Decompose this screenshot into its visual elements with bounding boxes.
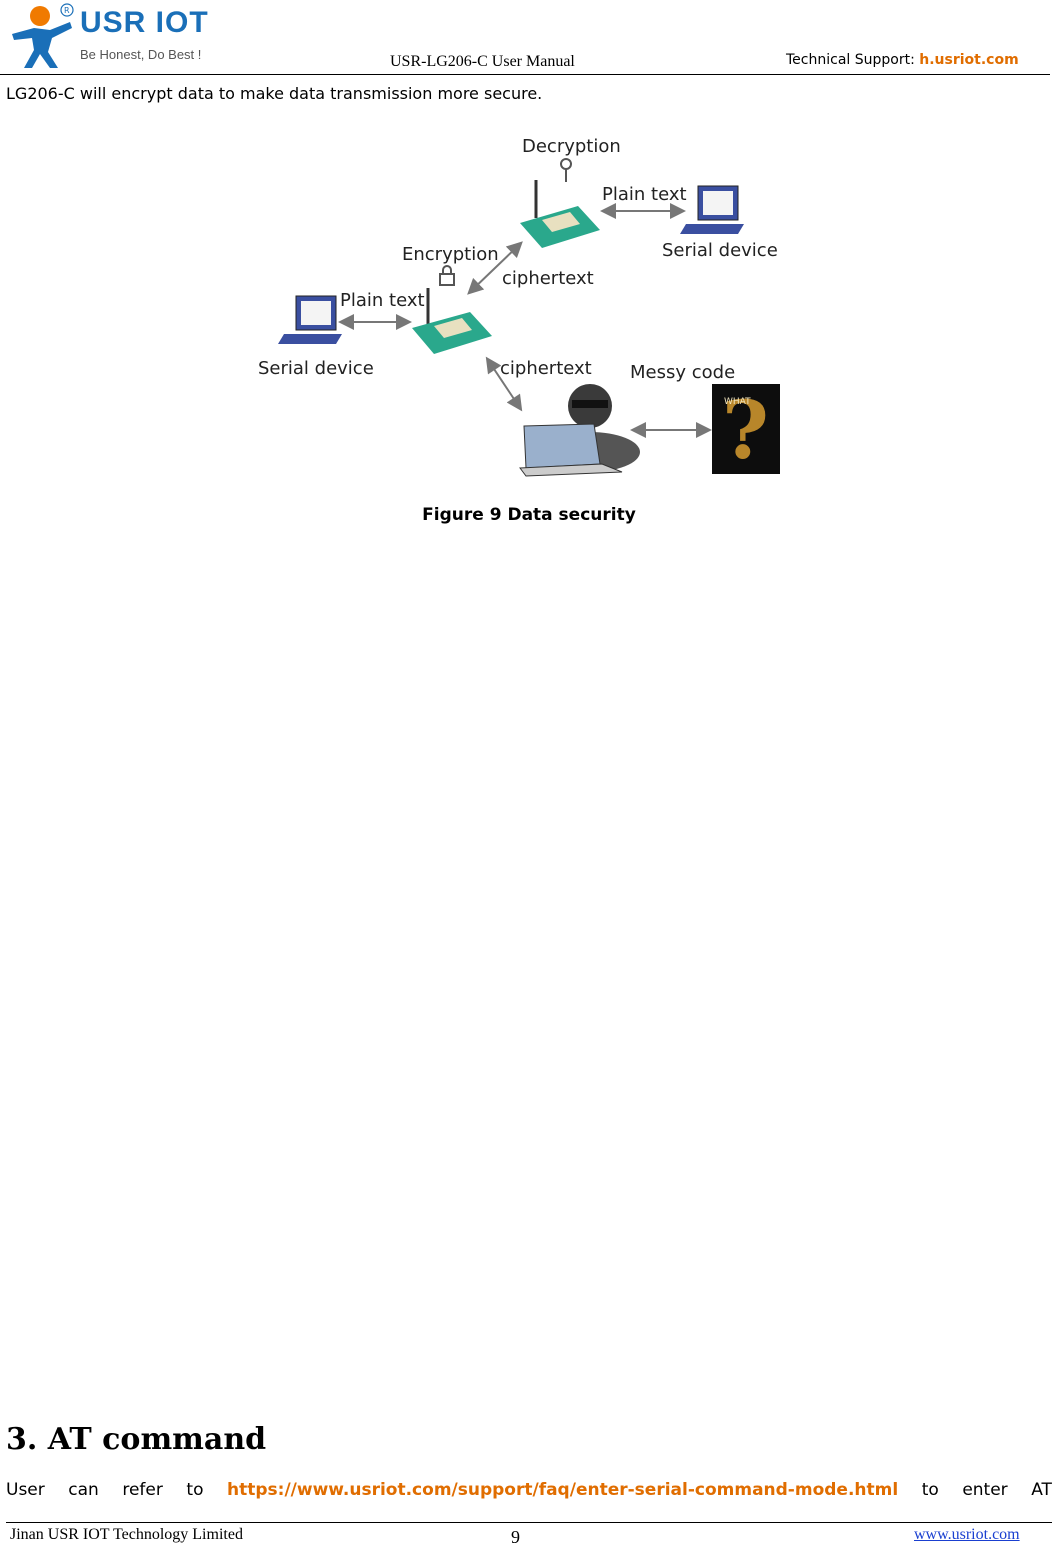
label-ciphertext-bottom: ciphertext — [500, 358, 592, 379]
section-paragraph: User can refer to https://www.usriot.com… — [6, 1480, 1052, 1500]
page-number: 9 — [511, 1527, 520, 1548]
para-word: can — [68, 1480, 99, 1500]
label-serial-device-left: Serial device — [258, 358, 374, 379]
para-word: refer — [122, 1480, 163, 1500]
support-label: Technical Support: — [786, 52, 915, 68]
para-word: AT — [1031, 1480, 1052, 1500]
logo-slogan: Be Honest, Do Best ! — [80, 47, 201, 62]
what-text: WHAT — [724, 397, 751, 407]
para-word: to — [922, 1480, 939, 1500]
right-computer-icon — [680, 186, 744, 234]
data-security-figure: Decryption Plain text Serial device Encr… — [250, 128, 810, 488]
label-plain-text-top: Plain text — [602, 184, 687, 205]
key-icon — [561, 159, 571, 182]
para-word: User — [6, 1480, 45, 1500]
svg-text:R: R — [64, 6, 70, 15]
footer-company: Jinan USR IOT Technology Limited — [10, 1526, 243, 1544]
label-encryption: Encryption — [402, 244, 499, 265]
figure-caption: Figure 9 Data security — [0, 505, 1058, 525]
para-word: enter — [962, 1480, 1007, 1500]
header-divider — [0, 74, 1050, 75]
label-decryption: Decryption — [522, 136, 621, 157]
support-link[interactable]: h.usriot.com — [919, 52, 1018, 68]
question-mark-icon: ? WHAT — [712, 383, 780, 477]
para-word: to — [186, 1480, 203, 1500]
label-ciphertext-top: ciphertext — [502, 268, 594, 289]
label-plain-text-left: Plain text — [340, 290, 425, 311]
intro-paragraph: LG206-C will encrypt data to make data t… — [6, 84, 542, 103]
hacker-laptop-icon — [520, 384, 640, 476]
lock-icon — [440, 266, 454, 285]
at-command-link[interactable]: https://www.usriot.com/support/faq/enter… — [227, 1480, 898, 1500]
section-heading: 3. AT command — [6, 1422, 266, 1457]
footer-divider — [6, 1522, 1052, 1523]
top-lora-module-icon — [520, 180, 600, 248]
logo-figure-icon: R — [6, 2, 86, 70]
footer-website-link[interactable]: www.usriot.com — [914, 1526, 1020, 1544]
label-serial-device-right: Serial device — [662, 240, 778, 261]
technical-support: Technical Support: h.usriot.com — [786, 52, 1019, 68]
left-computer-icon — [278, 296, 342, 344]
document-title: USR-LG206-C User Manual — [390, 53, 575, 71]
label-messy-code: Messy code — [630, 362, 735, 383]
logo-name: USR IOT — [80, 6, 209, 40]
